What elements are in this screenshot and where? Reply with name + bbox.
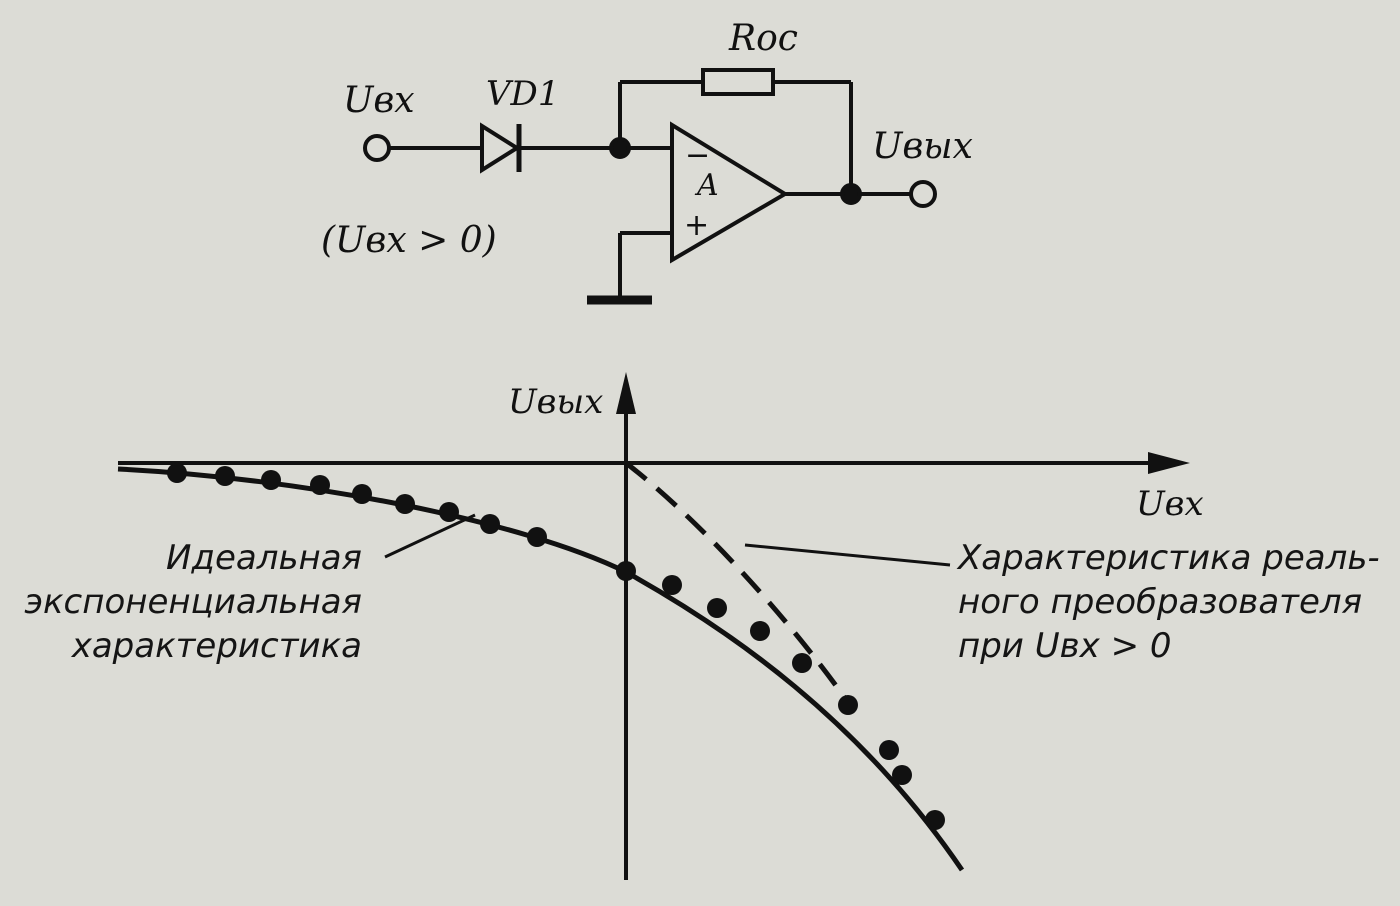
x-axis-label: Uвх [1136, 484, 1204, 524]
feedback-resistor-label: Roc [729, 18, 798, 59]
x-axis-arrowhead [1148, 452, 1190, 474]
curve-point [879, 740, 899, 760]
curve-point [439, 502, 459, 522]
curve-point [925, 810, 945, 830]
curve-point [892, 765, 912, 785]
inverting-input-sign: − [685, 138, 711, 173]
diode-label: VD1 [486, 74, 560, 114]
input-terminal [363, 134, 391, 162]
caption-line: при Uвх > 0 [958, 626, 1172, 666]
diode-vd1-symbol [480, 122, 521, 174]
caption-line: характеристика [71, 626, 362, 666]
curve-point [527, 527, 547, 547]
curve-point [792, 653, 812, 673]
opamp-label: A [697, 168, 719, 203]
feedback-resistor-roc [701, 68, 775, 96]
output-node [840, 183, 862, 205]
caption-line: экспоненциальная [24, 582, 362, 622]
curve-point [616, 561, 636, 581]
noninverting-input-sign: + [684, 208, 710, 243]
curve-point [707, 598, 727, 618]
input-voltage-label: Uвх [343, 80, 415, 121]
curve-point [395, 494, 415, 514]
curve-points [167, 463, 945, 830]
left-caption-leader [384, 513, 476, 559]
output-terminal [909, 180, 937, 208]
characteristic-graph [117, 372, 1190, 880]
caption-line: Идеальная [166, 538, 362, 578]
curve-point [662, 575, 682, 595]
opamp-triangle [670, 121, 789, 264]
y-axis-label: Uвых [508, 382, 604, 422]
caption-line: Характеристика реаль- [958, 538, 1380, 578]
right-caption-leader [744, 543, 951, 567]
y-axis-arrowhead [616, 372, 636, 414]
real-converter-curve [624, 461, 853, 707]
curve-point [838, 695, 858, 715]
output-voltage-label: Uвых [872, 126, 973, 167]
circuit-schematic [363, 68, 937, 305]
curve-point [167, 463, 187, 483]
curve-point [310, 475, 330, 495]
curve-point [215, 466, 235, 486]
curve-point [480, 514, 500, 534]
ideal-characteristic-caption: Идеальная экспоненциальная характеристик… [24, 536, 362, 668]
curve-point [261, 470, 281, 490]
curve-point [750, 621, 770, 641]
curve-point [352, 484, 372, 504]
caption-line: ного преобразователя [958, 582, 1363, 622]
real-characteristic-caption: Характеристика реаль- ного преобразовате… [958, 536, 1380, 668]
input-condition-label: (Uвх > 0) [321, 220, 497, 261]
